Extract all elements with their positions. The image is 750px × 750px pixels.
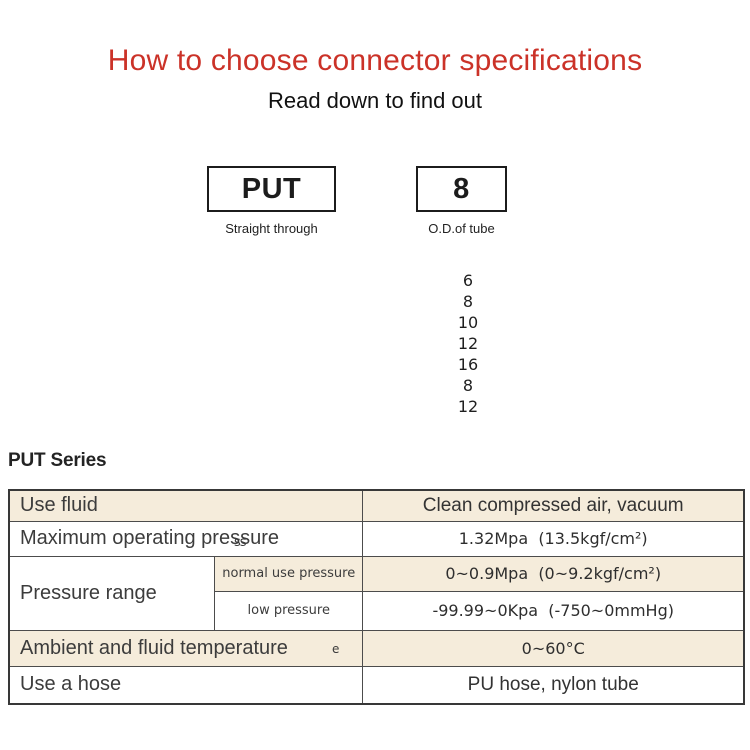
- spec-value-max-operating-pressure: 1.32Mpa (13.5kgf/cm²): [362, 520, 745, 557]
- tube-size-option: 10: [457, 313, 479, 332]
- table-row: Maximum operating pressure ss 1.32Mpa (1…: [8, 520, 745, 557]
- tube-size-option: 16: [457, 355, 479, 374]
- spec-label-use-fluid: Use fluid: [8, 489, 364, 522]
- text-artifact-e: e: [332, 641, 340, 656]
- spec-value-normal-use-pressure: 0~0.9Mpa (0~9.2kgf/cm²): [362, 555, 745, 592]
- tube-size-list: 6 8 10 12 16 8 12: [404, 270, 532, 417]
- spec-label-use-a-hose: Use a hose: [8, 665, 364, 705]
- table-row: low pressure -99.99~0Kpa (-750~0mmHg): [9, 590, 745, 631]
- spec-label-pressure-range: Pressure range: [8, 555, 216, 631]
- page-title: How to choose connector specifications: [107, 44, 643, 77]
- spec-table: Use fluid Clean compressed air, vacuum M…: [8, 489, 745, 705]
- tube-od-code-caption: O.D.of tube: [428, 221, 495, 236]
- tube-size-option: 12: [457, 334, 479, 353]
- spec-value-use-fluid: Clean compressed air, vacuum: [362, 489, 745, 522]
- tube-size-option: 8: [462, 376, 474, 395]
- tube-od-code-box: 8: [416, 166, 507, 212]
- spec-label-ambient-fluid-temperature: Ambient and fluid temperature e: [8, 629, 364, 667]
- tube-size-option: 12: [457, 397, 479, 416]
- tube-size-option: 8: [462, 292, 474, 311]
- spec-sublabel-low-pressure: low pressure: [214, 590, 364, 631]
- spec-value-ambient-fluid-temperature: 0~60°C: [362, 629, 745, 667]
- table-row: Pressure range normal use pressure 0~0.9…: [8, 555, 745, 631]
- spec-label-text: Ambient and fluid temperature: [20, 636, 288, 659]
- page-subtitle: Read down to find out: [267, 88, 483, 113]
- table-row: Ambient and fluid temperature e 0~60°C: [8, 629, 745, 667]
- spec-label-text: Maximum operating pressure: [20, 527, 279, 549]
- tube-od-code-text: 8: [453, 172, 470, 205]
- model-code-text: PUT: [241, 172, 302, 205]
- spec-label-max-operating-pressure: Maximum operating pressure ss: [8, 520, 364, 557]
- text-artifact-ss: ss: [234, 534, 247, 550]
- model-code-box: PUT: [207, 166, 336, 212]
- spec-value-use-a-hose: PU hose, nylon tube: [362, 665, 745, 705]
- table-row: Use fluid Clean compressed air, vacuum: [8, 489, 745, 522]
- spec-sublabel-normal-use-pressure: normal use pressure: [214, 555, 364, 592]
- table-row: Use a hose PU hose, nylon tube: [8, 665, 745, 705]
- tube-size-option: 6: [462, 271, 474, 290]
- spec-value-low-pressure: -99.99~0Kpa (-750~0mmHg): [362, 590, 745, 631]
- model-code-caption: Straight through: [225, 221, 318, 236]
- series-heading: PUT Series: [8, 450, 107, 471]
